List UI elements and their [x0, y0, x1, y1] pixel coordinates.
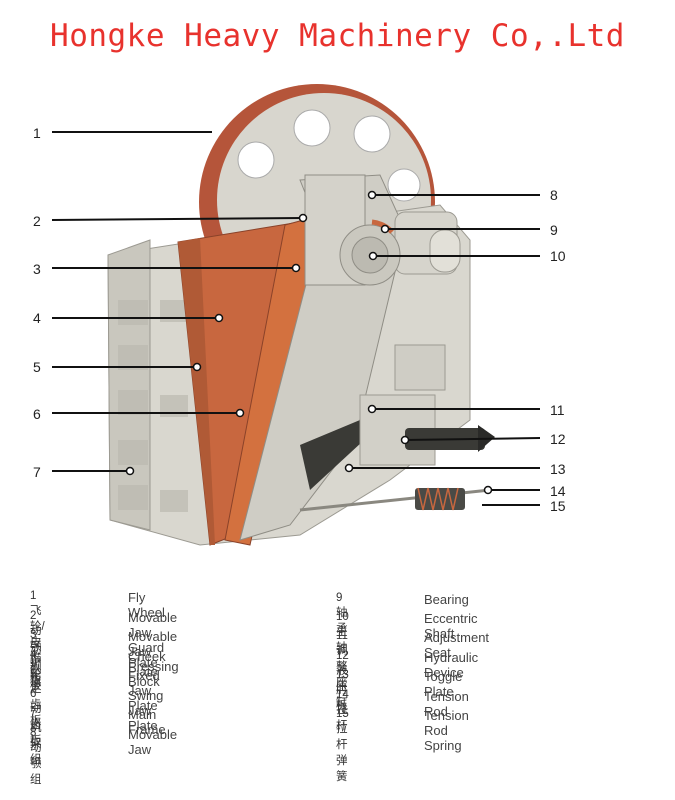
legend-item-en: Eccentric Shaft — [424, 611, 478, 641]
toggle-plate — [300, 420, 375, 490]
legend-item-en: Movable Jaw Guard Plate — [128, 610, 178, 670]
callout-13: 13 — [550, 461, 566, 477]
eccentric-shaft — [339, 211, 461, 286]
legend-item-cn: 8 动颚组 — [30, 727, 42, 786]
legend-item-cn: 10 主轴 — [336, 611, 349, 654]
legend-item-cn: 11 调整座 — [336, 630, 348, 689]
callout-5: 5 — [33, 359, 41, 375]
legend-item-en: Main Frame — [128, 707, 166, 737]
legend-item-en: Cheek Plate — [128, 649, 166, 679]
cheek-plate — [177, 221, 301, 546]
callout-6: 6 — [33, 406, 41, 422]
legend-item-cn: 1 飞轮/皮带轮 — [30, 590, 45, 681]
callout-2: 2 — [33, 213, 41, 229]
callout-3: 3 — [33, 261, 41, 277]
legend-item-en: Fixed Jaw Plate — [128, 668, 160, 713]
legend-item-cn: 4 侧板 — [30, 649, 42, 692]
legend-item-cn: 14 拉杆 — [336, 689, 349, 732]
legend-item-en: Tension Rod — [424, 689, 469, 719]
legend-item-en: Hydraulic Device — [424, 650, 479, 680]
legend-item-en: Tension Rod Spring — [424, 708, 469, 753]
legend-item-en: Adjustment Seat — [424, 630, 490, 660]
callout-12: 12 — [550, 431, 566, 447]
callout-8: 8 — [550, 187, 558, 203]
leader-dots — [125, 190, 493, 495]
legend-item-en: Movable Jaw — [128, 727, 178, 757]
legend-item-cn: 13 肘板 — [336, 669, 349, 712]
legend-item-en: Fly Wheel — [128, 590, 165, 620]
tension-rod-spring — [299, 487, 491, 512]
callout-4: 4 — [33, 310, 41, 326]
legend-item-cn: 2 动颚护板 — [30, 610, 42, 685]
legend-item-en: Bearing — [424, 592, 469, 607]
leader-lines — [51, 131, 541, 506]
legend-item-en: Toggle Plate — [424, 669, 463, 699]
legend-item-cn: 7 机架组 — [30, 707, 42, 766]
legend-item-cn: 3 动颚板 — [30, 629, 42, 688]
legend-item-cn: 15 拉杆弹簧 — [336, 708, 349, 783]
callout-10: 10 — [550, 248, 566, 264]
callout-1: 1 — [33, 125, 41, 141]
legend-item-en: Swing Jaw Plate — [128, 688, 164, 733]
legend-item-cn: 9 轴承 — [336, 592, 348, 635]
callout-11: 11 — [550, 402, 565, 418]
callout-7: 7 — [33, 464, 41, 480]
callout-14: 14 — [550, 483, 566, 499]
legend-item-cn: 5 定齿板 — [30, 668, 42, 727]
legend-item-en: Movable Jaw Pressing Block — [128, 629, 179, 689]
legend-item-cn: 6 动齿板 — [30, 688, 42, 747]
callout-15: 15 — [550, 498, 566, 514]
callout-9: 9 — [550, 222, 558, 238]
page-title: Hongke Heavy Machinery Co,.Ltd — [50, 18, 625, 54]
legend-item-cn: 12 液压缸 — [336, 650, 349, 709]
